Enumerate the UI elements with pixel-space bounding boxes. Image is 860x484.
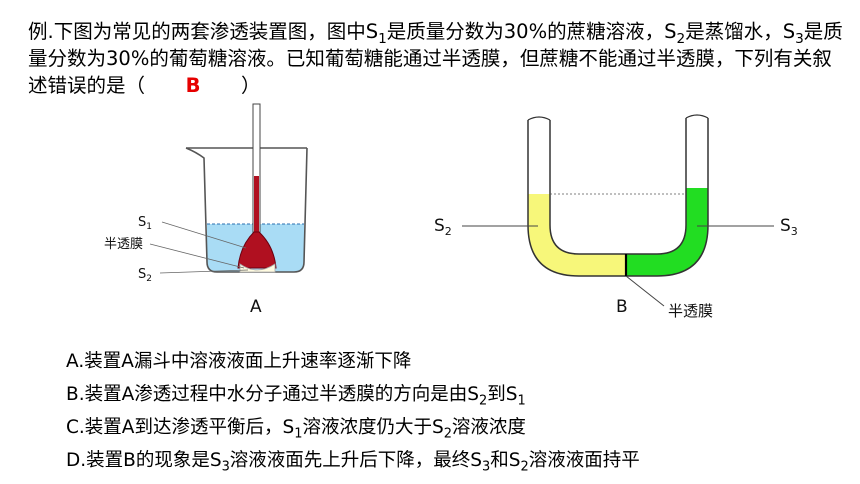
question-part: 是质量分数为30%的蔗糖溶液，S bbox=[386, 20, 677, 43]
liquid-s2 bbox=[528, 194, 626, 276]
left-tube-top bbox=[527, 116, 551, 121]
answer-options: A.装置A漏斗中溶液液面上升速率逐渐下降 B.装置A渗透过程中水分子通过半透膜的… bbox=[66, 345, 640, 477]
membrane-a bbox=[239, 263, 276, 273]
option-text: B.装置A渗透过程中水分子通过半透膜的方向是由S bbox=[66, 384, 479, 405]
option-a[interactable]: A.装置A漏斗中溶液液面上升速率逐渐下降 bbox=[66, 345, 640, 378]
label-a-s2: S2 bbox=[138, 267, 152, 284]
option-text: 和S bbox=[490, 450, 521, 471]
option-text: 溶液液面先上升后下降，最终S bbox=[229, 450, 483, 471]
beaker bbox=[185, 147, 308, 273]
option-text: D.装置B的现象是S bbox=[66, 450, 222, 471]
option-text: 溶液浓度仍大于S bbox=[302, 417, 444, 438]
question-part: 是质量分数为30%的葡萄糖溶液。已知葡萄糖能通过半透膜，但蔗糖不能通过半透膜，下… bbox=[28, 20, 843, 97]
option-text: C.装置A到达渗透平衡后，S bbox=[66, 417, 295, 438]
u-tube bbox=[527, 118, 709, 277]
funnel-bell bbox=[237, 231, 277, 269]
right-tube-top bbox=[685, 114, 709, 119]
question-text: 例.下图为常见的两套渗透装置图，图中S1是质量分数为30%的蔗糖溶液，S2是蒸馏… bbox=[28, 18, 848, 99]
subscript: 1 bbox=[517, 393, 526, 409]
label-b-membrane: 半透膜 bbox=[668, 302, 713, 320]
subscript: 1 bbox=[378, 30, 387, 47]
answer-letter: B bbox=[185, 74, 201, 97]
device-a: S1 半透膜 S2 A bbox=[104, 103, 308, 317]
option-text: 溶液浓度 bbox=[451, 417, 526, 438]
subscript: 2 bbox=[443, 426, 452, 442]
option-text: 溶液液面持平 bbox=[528, 450, 640, 471]
leader-b-membrane bbox=[625, 275, 665, 307]
subscript: 3 bbox=[482, 459, 491, 475]
label-b-s3: S3 bbox=[780, 216, 798, 238]
caption-a: A bbox=[250, 297, 262, 317]
question-part: 是蒸馏水，S bbox=[685, 20, 796, 43]
question-part: ） bbox=[241, 74, 261, 97]
subscript: 3 bbox=[795, 30, 804, 47]
subscript: 2 bbox=[520, 459, 529, 475]
label-b-s2: S2 bbox=[434, 216, 452, 238]
label-a-membrane: 半透膜 bbox=[104, 237, 143, 252]
leader-s2 bbox=[159, 269, 249, 274]
subscript: 2 bbox=[478, 393, 488, 409]
leader-s1 bbox=[161, 221, 247, 249]
option-text: A.装置A漏斗中溶液液面上升速率逐渐下降 bbox=[66, 351, 412, 372]
caption-b: B bbox=[616, 297, 628, 317]
label-a-s1: S1 bbox=[138, 215, 152, 232]
u-tube-inner bbox=[549, 118, 687, 255]
option-text: 到S bbox=[487, 384, 518, 405]
option-c[interactable]: C.装置A到达渗透平衡后，S1溶液浓度仍大于S2溶液浓度 bbox=[66, 411, 640, 444]
device-b: S2 S3 B 半透膜 bbox=[434, 114, 798, 320]
question-part: 例.下图为常见的两套渗透装置图，图中S bbox=[28, 20, 379, 43]
subscript: 1 bbox=[294, 426, 303, 442]
option-b[interactable]: B.装置A渗透过程中水分子通过半透膜的方向是由S2到S1 bbox=[66, 378, 640, 411]
option-d[interactable]: D.装置B的现象是S3溶液液面先上升后下降，最终S3和S2溶液液面持平 bbox=[66, 444, 640, 477]
subscript: 2 bbox=[676, 30, 686, 47]
subscript: 3 bbox=[221, 459, 230, 475]
leader-membrane bbox=[149, 243, 245, 269]
funnel-liquid-column bbox=[254, 176, 259, 236]
